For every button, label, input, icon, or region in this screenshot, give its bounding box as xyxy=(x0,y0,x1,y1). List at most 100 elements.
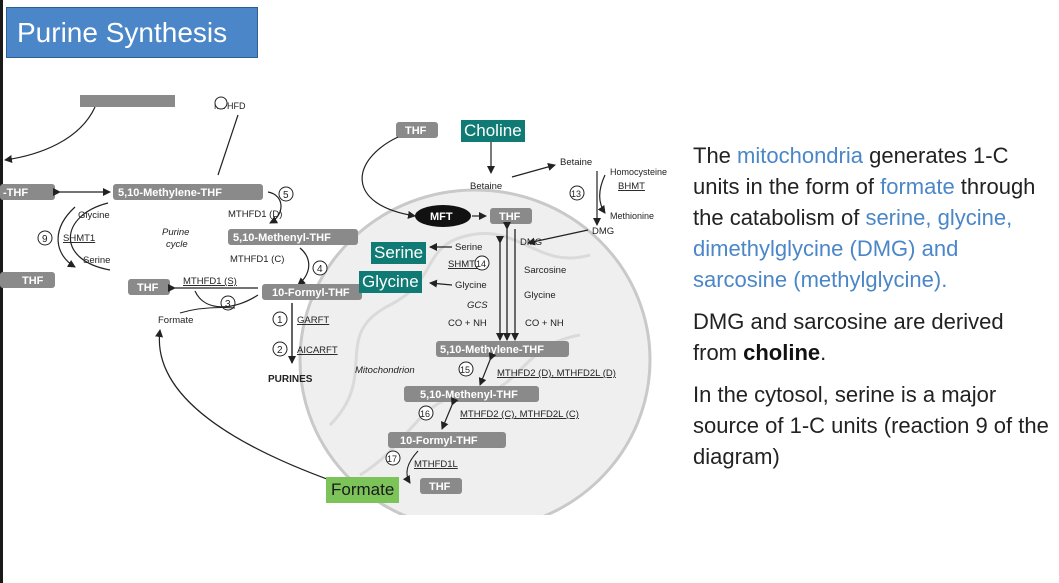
label-cycle: cycle xyxy=(166,239,188,250)
label-n3: 3 xyxy=(225,299,231,310)
arrow-16 xyxy=(441,397,459,430)
p2-text-c: . xyxy=(820,340,827,365)
paragraph-3: In the cytosol, serine is a major source… xyxy=(693,382,1049,469)
p1-text-e: through the catabolism of xyxy=(693,174,1036,230)
label-n15: 15 xyxy=(460,365,470,375)
label-shmt1: SHMT1 xyxy=(63,233,95,244)
label-glycine-m2: Glycine xyxy=(524,290,556,301)
num-cut xyxy=(214,96,228,110)
cut-box-top xyxy=(80,95,175,107)
num-1 xyxy=(272,311,288,327)
label-dmg-r: DMG xyxy=(592,226,614,237)
label-thf-top: THF xyxy=(405,125,427,137)
num-15 xyxy=(458,361,474,377)
curve-arrow-top-left xyxy=(4,106,96,163)
left-border xyxy=(0,0,3,583)
p1-mitochondria: mitochondria xyxy=(737,143,863,168)
explanation-text: The mitochondria generates 1-C units in … xyxy=(693,140,1053,483)
label-garft: GARFT xyxy=(297,315,329,326)
paragraph-1: The mitochondria generates 1-C units in … xyxy=(693,140,1053,295)
curve-shmt1-b xyxy=(57,206,76,268)
callout-glycine: Glycine xyxy=(359,271,422,293)
label-mthfd1c: MTHFD1 (C) xyxy=(230,254,284,265)
arrow-dmg-in xyxy=(527,229,589,246)
arrow-15 xyxy=(478,352,497,386)
label-n14: 14 xyxy=(476,259,486,269)
curve-formate-export xyxy=(155,329,336,483)
box-methenyl-thf xyxy=(228,229,358,245)
label-co2-b: CO + NH xyxy=(525,318,564,329)
arrow-4 xyxy=(297,247,310,286)
label-mft: MFT xyxy=(430,211,453,223)
label-purine: Purine xyxy=(162,227,189,238)
label-mitochondrion: Mitochondrion xyxy=(355,365,415,376)
label-formate-left: Formate xyxy=(158,315,193,326)
num-16 xyxy=(418,405,434,421)
line-formate xyxy=(179,307,236,314)
label-mthfd2: MTHFD2 (D), MTHFD2L (D) xyxy=(497,368,616,379)
box-m-methenyl xyxy=(404,386,539,402)
callout-formate: Formate xyxy=(326,477,400,503)
box-thf-bottom xyxy=(420,478,462,494)
arrow-17 xyxy=(402,450,419,484)
label-mthfd1s: MTHFD1 (S) xyxy=(183,276,237,287)
label-shmt2: SHMT2 xyxy=(448,259,480,270)
num-13 xyxy=(569,185,585,201)
label-gcs: GCS xyxy=(467,300,488,311)
num-2 xyxy=(272,341,288,357)
label-betaine: Betaine xyxy=(470,181,502,192)
label-serine-m: Serine xyxy=(455,242,482,253)
paragraph-2: DMG and sarcosine are derived from choli… xyxy=(693,306,1053,368)
p2-choline: choline xyxy=(743,340,821,365)
label-thf-left2: THF xyxy=(22,275,44,287)
pathway-diagram: MTHFD -THF 5,10-Methylene-THF 5 MTHFD1 (… xyxy=(0,95,690,515)
box-thf-left2 xyxy=(0,272,55,288)
label-n5: 5 xyxy=(283,190,289,201)
num-9 xyxy=(37,230,53,246)
num-5 xyxy=(278,186,294,202)
label-mthfd1l: MTHFD1L xyxy=(414,459,458,470)
p1-formate: formate xyxy=(880,174,955,199)
label-thf-m1: THF xyxy=(499,211,521,223)
box-thf-left xyxy=(0,184,55,200)
mft-transporter xyxy=(415,205,471,227)
label-mthfd2c: MTHFD2 (C), MTHFD2L (C) xyxy=(460,409,579,420)
box-formyl-thf xyxy=(262,284,362,300)
box-thf-mid xyxy=(128,279,170,295)
num-4 xyxy=(312,260,328,276)
label-n9: 9 xyxy=(42,234,48,245)
label-glycine-m: Glycine xyxy=(455,280,487,291)
label-serine-left: Serine xyxy=(83,255,110,266)
label-methionine: Methionine xyxy=(610,211,654,221)
label-top-cut: MTHFD xyxy=(214,101,246,111)
label-n1: 1 xyxy=(277,315,283,326)
label-m-methylene: 5,10-Methylene-THF xyxy=(440,344,544,356)
label-n2: 2 xyxy=(277,345,283,356)
label-purines: PURINES xyxy=(268,374,313,385)
box-thf-m1 xyxy=(490,208,532,224)
p1-substrates: serine, glycine, dimethylglycine (DMG) a… xyxy=(693,205,1013,292)
label-methenyl-thf: 5,10-Methenyl-THF xyxy=(233,232,331,244)
p1-text-c: generates 1-C units in the form of xyxy=(693,143,1009,199)
line-top xyxy=(217,114,239,176)
p1-text-a: The xyxy=(693,143,738,168)
label-m-methenyl: 5,10-Methenyl-THF xyxy=(420,389,518,401)
callout-serine: Serine xyxy=(371,242,427,264)
curve-thf-mft xyxy=(361,136,416,219)
label-thf-bottom: THF xyxy=(429,481,451,493)
label-n16: 16 xyxy=(420,409,430,419)
box-methylene-thf xyxy=(113,184,263,200)
label-m-formyl: 10-Formyl-THF xyxy=(400,435,478,447)
label-n4: 4 xyxy=(317,264,323,275)
curve-3 xyxy=(194,290,259,308)
p2-text-a: DMG and sarcosine are derived from xyxy=(693,309,1004,365)
label-n13: 13 xyxy=(571,189,581,199)
box-m-formyl xyxy=(388,432,506,448)
label-sarcosine: Sarcosine xyxy=(524,265,566,276)
arrow-glycine-out xyxy=(429,279,453,288)
label-n17: 17 xyxy=(387,454,397,464)
label-homocysteine: Homocysteine xyxy=(610,167,667,177)
arrow-betaine-betaine xyxy=(511,163,556,178)
label-dmg: DMG xyxy=(520,237,542,248)
box-thf-top xyxy=(396,122,438,138)
